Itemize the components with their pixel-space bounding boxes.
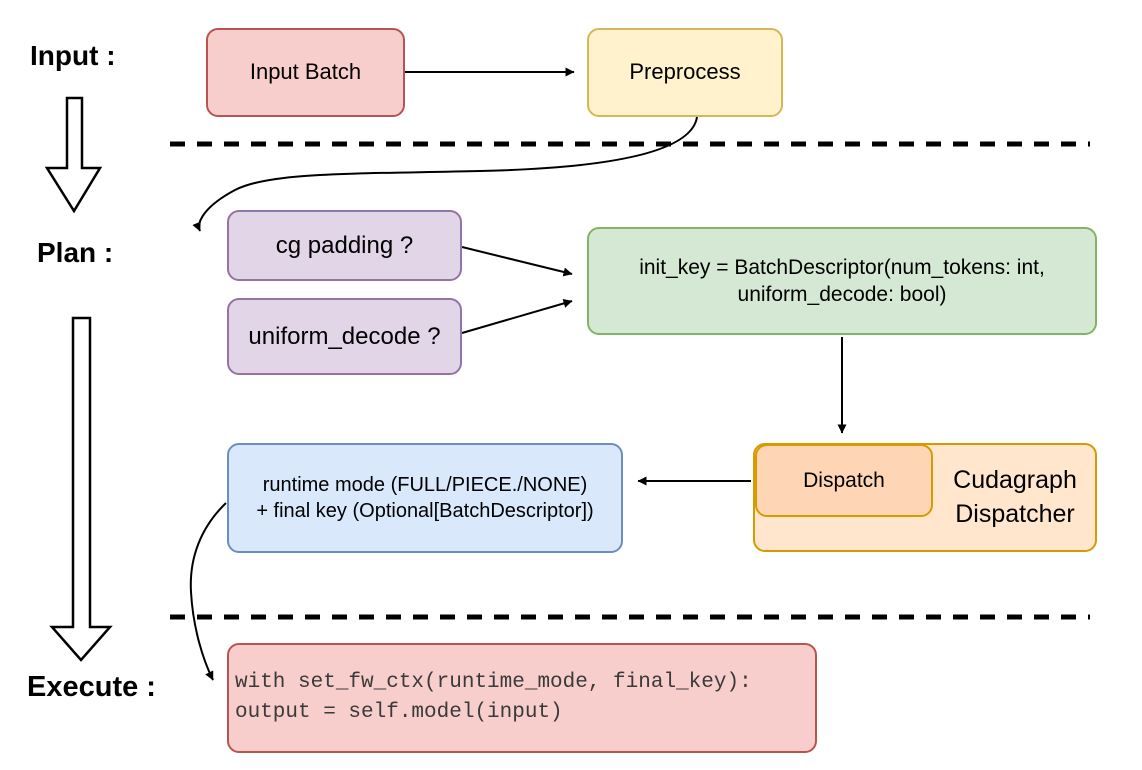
execute-stage-label: Execute : — [27, 671, 156, 703]
input-stage-down-arrow-icon — [44, 96, 103, 214]
uniform-decode-label: uniform_decode ? — [248, 322, 441, 350]
init-key-line1: init_key = BatchDescriptor(num_tokens: i… — [639, 255, 1045, 279]
runtime-mode-line2: + final key (Optional[BatchDescriptor]) — [256, 500, 594, 522]
dispatch-label: Dispatch — [803, 468, 885, 492]
init-key-line2: uniform_decode: bool) — [737, 283, 947, 306]
cudagraph-dispatcher-line2: Dispatcher — [955, 499, 1075, 528]
runtime-mode-line1: runtime mode (FULL/PIECE./NONE) — [262, 474, 588, 496]
input-batch-label: Input Batch — [249, 59, 362, 85]
preprocess-label: Preprocess — [629, 59, 741, 85]
cg-padding-label: cg padding ? — [275, 231, 414, 259]
execute-code-line2: output = self.model(input) — [235, 701, 563, 724]
arrow-cg-padding-to-init-key — [461, 246, 573, 277]
cudagraph-dispatcher-line1: Cudagraph — [953, 465, 1077, 494]
execute-code-node: with set_fw_ctx(runtime_mode, final_key)… — [227, 643, 817, 753]
input-stage-label: Input : — [30, 40, 116, 71]
dispatch-node: Dispatch — [755, 444, 933, 517]
execute-code-line1: with set_fw_ctx(runtime_mode, final_key)… — [235, 670, 752, 694]
init-key-node: init_key = BatchDescriptor(num_tokens: i… — [587, 227, 1097, 335]
input-batch-node: Input Batch — [206, 28, 405, 117]
preprocess-node: Preprocess — [587, 28, 783, 117]
cudagraph-dispatcher-label: Cudagraph Dispatcher — [933, 443, 1097, 552]
uniform-decode-node: uniform_decode ? — [227, 298, 462, 375]
plan-stage-label: Plan : — [37, 237, 114, 268]
cg-padding-node: cg padding ? — [227, 210, 462, 281]
arrow-uniform-decode-to-init-key — [461, 299, 573, 334]
plan-stage-down-arrow-icon — [49, 316, 113, 662]
runtime-mode-node: runtime mode (FULL/PIECE./NONE) + final … — [227, 443, 623, 553]
arrow-runtime-mode-to-execute-code — [189, 502, 227, 681]
